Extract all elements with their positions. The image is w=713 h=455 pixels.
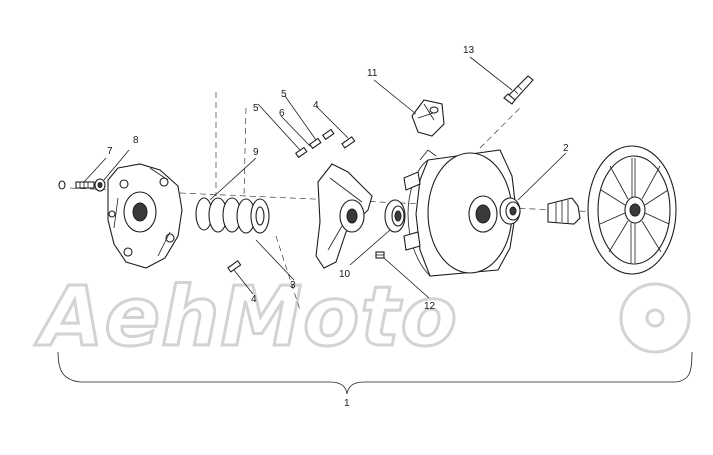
callout-13: 13	[463, 45, 475, 56]
callout-4a: 4	[313, 100, 319, 111]
fixed-sheave	[547, 145, 677, 275]
screw-part	[58, 180, 95, 190]
callout-8: 8	[133, 135, 139, 146]
extension-lines	[215, 92, 301, 311]
callout-3: 3	[290, 280, 296, 291]
callout-11: 11	[367, 68, 378, 79]
hub-bushing	[499, 197, 521, 225]
callout-7: 7	[107, 146, 113, 157]
callout-4b: 4	[251, 294, 257, 305]
roller-pins	[227, 128, 356, 273]
watermark-text: AehMoto	[34, 270, 458, 365]
bolt-axis	[479, 107, 521, 149]
bolt-part	[503, 75, 534, 105]
assembly-brace	[57, 351, 693, 395]
spider-hub	[107, 163, 183, 269]
leader-lines	[83, 56, 567, 299]
washer-part	[94, 178, 106, 192]
callout-12: 12	[424, 301, 436, 312]
callout-10: 10	[339, 269, 351, 280]
spider-plate	[315, 163, 373, 269]
spring-stack	[195, 197, 270, 234]
callout-labels: 13 11 2 5 5 6 4 8 7 9 10 12 3 4 1	[107, 45, 569, 409]
callout-6: 6	[279, 108, 285, 119]
bushing-ring	[384, 199, 406, 233]
callout-5a: 5	[253, 103, 259, 114]
callout-1: 1	[344, 398, 350, 409]
callout-9: 9	[253, 147, 259, 158]
callout-5b: 5	[281, 89, 287, 100]
watermark: AehMoto	[33, 269, 691, 367]
moveable-sheave	[403, 149, 517, 277]
fitting-part	[375, 251, 385, 259]
bracket-part	[411, 99, 445, 137]
callout-2: 2	[563, 143, 569, 154]
watermark-wheel-icon	[619, 282, 691, 354]
